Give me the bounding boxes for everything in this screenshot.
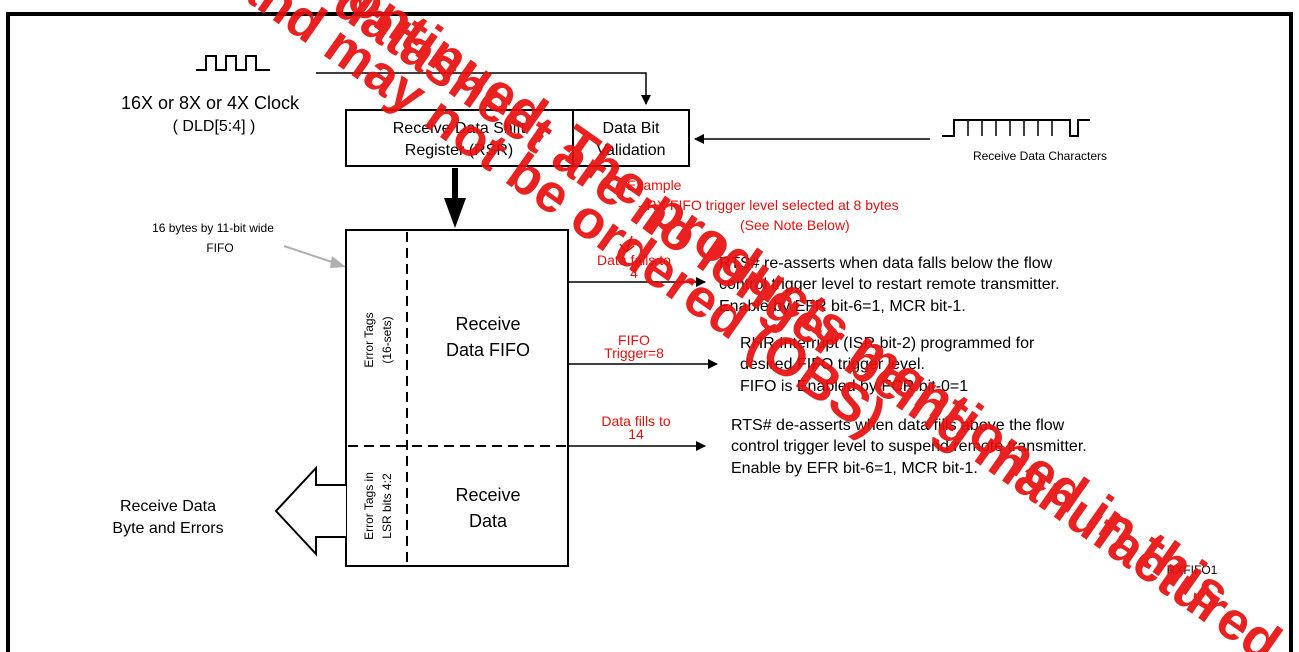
rsr-to-fifo-arrow-head: [444, 198, 466, 228]
level-trigger-label-line1: FIFO: [618, 332, 650, 348]
clock-label-line1: 16X or 8X or 4X Clock: [121, 93, 300, 113]
level-fills-label-line1: Data fills to: [601, 413, 670, 429]
validation-box: [572, 109, 690, 167]
example-line2: - RX FIFO trigger level selected at 8 by…: [638, 197, 899, 213]
example-line1: Example: [627, 177, 682, 193]
output-label-line2: Byte and Errors: [112, 520, 223, 537]
level-trigger-label-line2: Trigger=8: [604, 345, 664, 361]
receive-data-label-line2: Data: [469, 511, 508, 531]
error-tags-label-line2: (16-sets): [380, 316, 394, 363]
fifo-note-pointer-head: [330, 256, 346, 268]
level-falls-label-line1: Data falls to: [597, 252, 671, 268]
error-tags-label-line1: Error Tags: [362, 312, 376, 367]
level-falls-desc-line1: RTS# re-asserts when data falls below th…: [719, 255, 1053, 272]
validation-label-line2: Validation: [596, 142, 665, 159]
fifo-note-line1: 16 bytes by 11-bit wide: [152, 221, 274, 235]
level-trigger-desc-line3: FIFO is Enabled by FCR bit-0=1: [740, 378, 968, 395]
receive-data-fifo-label-line1: Receive: [455, 314, 520, 334]
level-trigger-desc-line1: RHR Interrupt (ISR bit-2) programmed for: [740, 335, 1035, 352]
fifo-note-line2: FIFO: [206, 241, 233, 255]
rsr-box: [345, 109, 574, 167]
validation-label-line1: Data Bit: [603, 120, 660, 137]
level-fills-desc-line3: Enable by EFR bit-6=1, MCR bit-1.: [731, 460, 978, 477]
level-falls-label-line2: 4: [630, 265, 638, 281]
diagram-frame: [6, 12, 1293, 652]
output-label-line1: Receive Data: [120, 498, 216, 515]
output-hollow-arrow: [274, 465, 346, 557]
fifo-note-pointer: [283, 245, 339, 265]
level-fills-desc-line2: control trigger level to suspend remote …: [731, 438, 1087, 455]
receive-data-label-line1: Receive: [455, 485, 520, 505]
level-trigger-desc-line2: desired FIFO trigger level.: [740, 356, 925, 373]
rsr-label-line2: Register (RSR): [405, 142, 513, 159]
level-falls-desc-line2: control trigger level to restart remote …: [719, 276, 1060, 293]
clock-waveform-icon: [196, 55, 270, 71]
fifo-box: [345, 229, 569, 567]
clock-label-line2: ( DLD[5:4] ): [173, 118, 256, 135]
receive-data-fifo-label-line2: Data FIFO: [446, 340, 530, 360]
lsr-tags-label-line1: Error Tags in: [362, 472, 376, 540]
receive-data-waveform-icon: [942, 119, 1090, 137]
red-pointer-icon: [619, 235, 635, 253]
figure-id: RXFIFO1: [1167, 563, 1218, 577]
rsr-label-line1: Receive Data Shift: [393, 120, 526, 137]
level-fills-label-line2: 14: [628, 426, 644, 442]
clock-arrow: [316, 72, 651, 105]
level-fills-desc-line1: RTS# de-asserts when data fills above th…: [731, 417, 1065, 434]
receive-data-characters-label: Receive Data Characters: [973, 149, 1107, 163]
example-line3: (See Note Below): [740, 217, 850, 233]
level-falls-desc-line3: Enable by EFR bit-6=1, MCR bit-1.: [719, 298, 966, 315]
lsr-tags-label-line2: LSR bits 4:2: [380, 473, 394, 539]
receive-data-bit-ticks: [967, 120, 1053, 136]
